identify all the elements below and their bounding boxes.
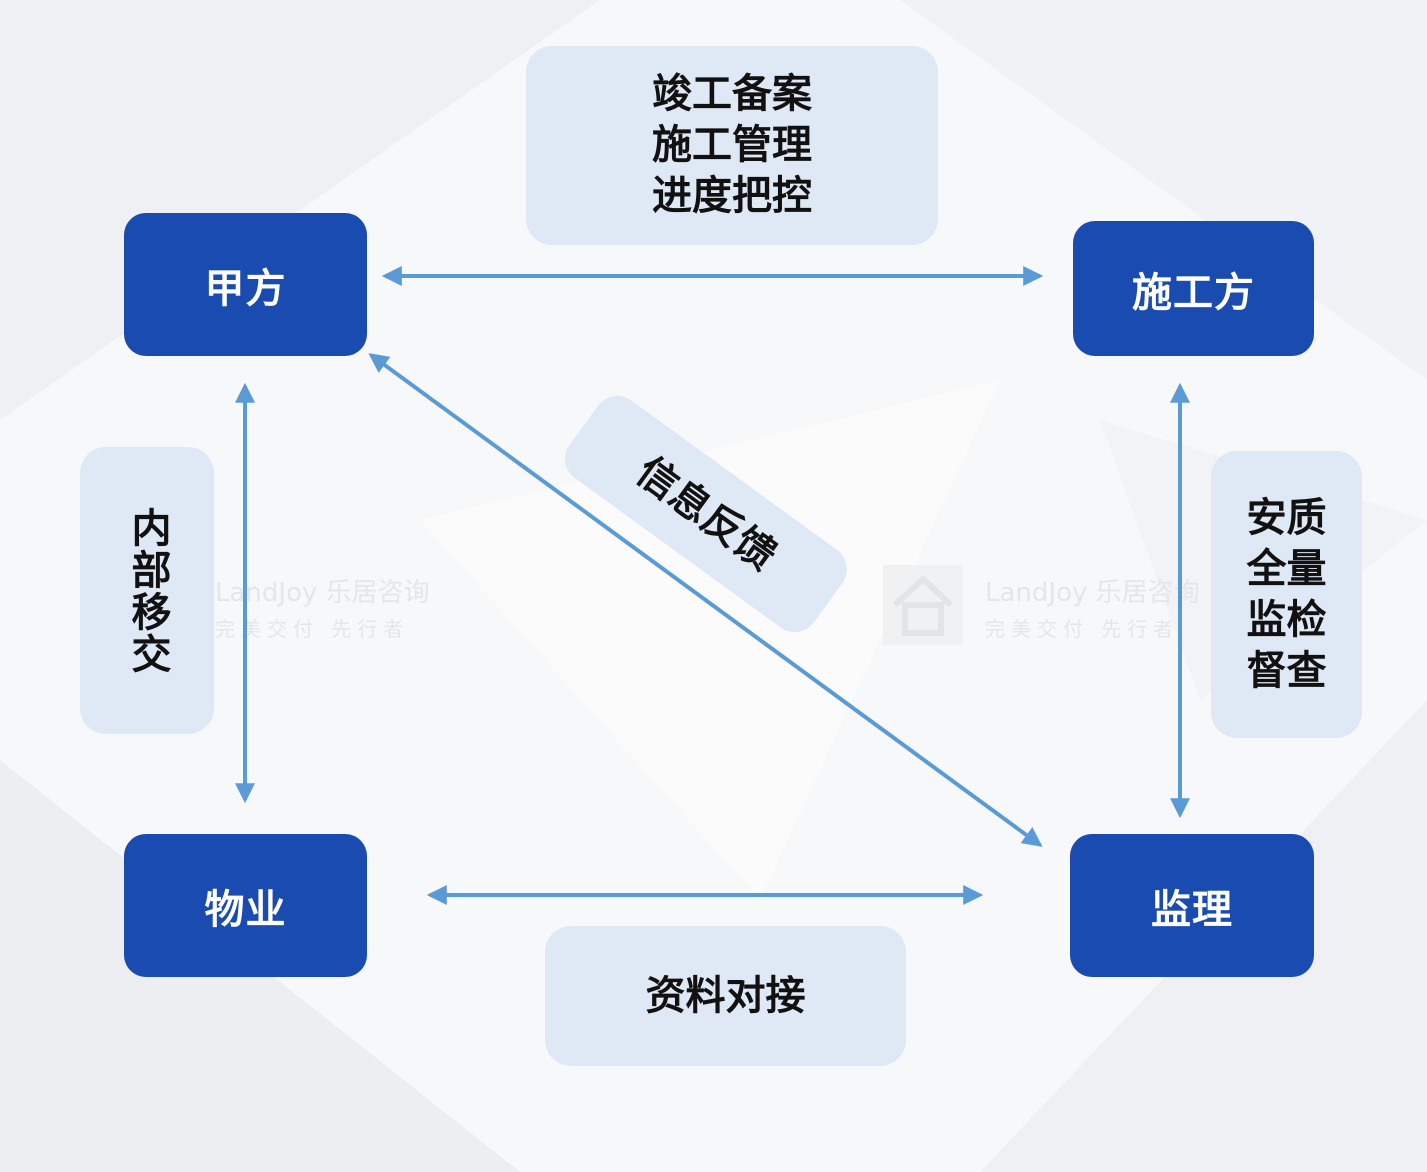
label-line: 督查 [1246, 647, 1327, 694]
label-property-supervisor: 资料对接 [545, 926, 906, 1066]
label-contractor-supervisor: 安质 全量 监检 督查 [1211, 451, 1362, 738]
node-owner: 甲方 [124, 213, 367, 356]
label-text: 内部移交 [124, 506, 171, 675]
label-owner-property: 内部移交 [80, 447, 214, 734]
node-contractor-label: 施工方 [1132, 269, 1255, 316]
label-owner-contractor: 竣工备案 施工管理 进度把控 [526, 46, 938, 245]
node-supervisor-label: 监理 [1151, 886, 1233, 933]
label-text: 资料对接 [645, 972, 806, 1019]
label-line: 全量 [1246, 545, 1327, 592]
label-line: 竣工备案 [652, 71, 812, 117]
label-line: 进度把控 [652, 173, 812, 219]
arrow-owner-supervisor [368, 353, 1043, 847]
node-property: 物业 [124, 834, 367, 977]
node-supervisor: 监理 [1070, 834, 1314, 977]
node-property-label: 物业 [204, 886, 287, 933]
label-line: 施工管理 [652, 122, 812, 168]
label-line: 安质 [1246, 494, 1327, 541]
node-contractor: 施工方 [1073, 221, 1314, 356]
label-line: 监检 [1246, 596, 1327, 643]
node-owner-label: 甲方 [204, 265, 287, 312]
